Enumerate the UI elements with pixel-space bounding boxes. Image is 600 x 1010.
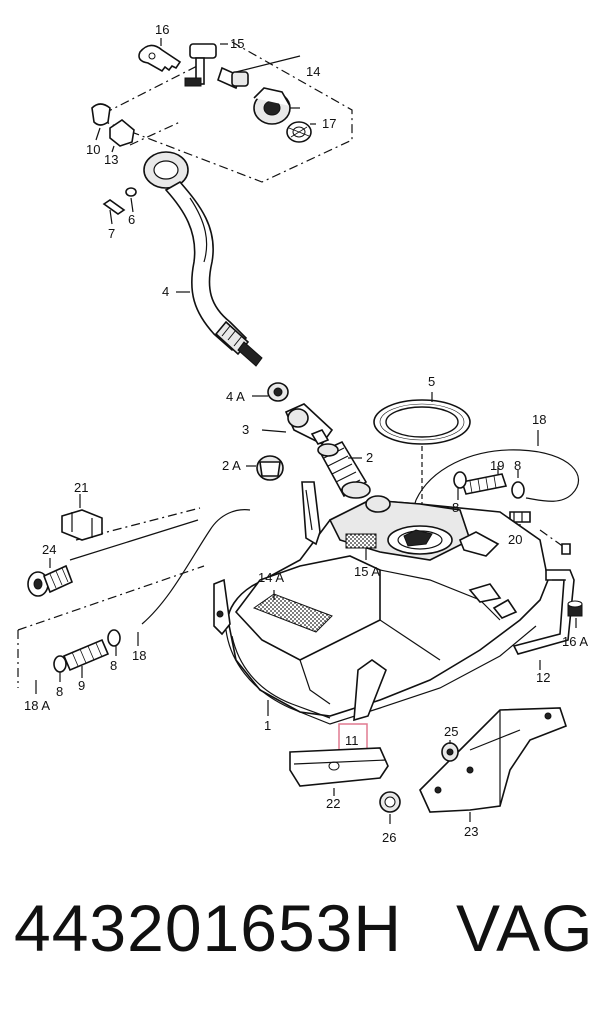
callout-16a: 16 A (562, 634, 588, 649)
clip-part-8-left (453, 471, 467, 489)
bushing-part-13 (109, 119, 135, 147)
lock-cylinder-part-14 (217, 66, 249, 90)
callout-8-b: 8 (514, 458, 521, 473)
brand-name: VAG (456, 891, 594, 965)
callout-16: 16 (155, 22, 169, 37)
filler-cap-assembly (91, 41, 353, 215)
bracket-part-21 (61, 509, 103, 541)
callout-8-c: 8 (110, 658, 117, 673)
gasket-ring-part-17 (286, 121, 312, 143)
fuel-tank-exploded-diagram: 16 15 14 17 10 13 6 7 4 4 A 5 3 2 2 A 18… (17, 22, 588, 845)
callout-14: 14 (306, 64, 320, 79)
clip-part-8-lower-right (107, 629, 121, 647)
cap-housing (253, 87, 291, 125)
hose-part-2 (317, 440, 371, 499)
callout-18a: 18 A (24, 698, 50, 713)
callout-21: 21 (74, 480, 88, 495)
callout-8-a: 8 (452, 500, 459, 515)
callout-7: 7 (108, 226, 115, 241)
grommet-part-26 (379, 791, 401, 813)
lock-barrel-part-15 (184, 43, 217, 87)
callout-23: 23 (464, 824, 478, 839)
support-bracket-part-22 (289, 747, 389, 787)
callout-9: 9 (78, 678, 85, 693)
callout-10: 10 (86, 142, 100, 157)
clamp-part-4a (267, 382, 289, 402)
callout-2: 2 (366, 450, 373, 465)
callout-17: 17 (322, 116, 336, 131)
hose-part-3 (284, 403, 334, 446)
callout-22: 22 (326, 796, 340, 811)
foam-pad-part-15a (345, 533, 377, 549)
callout-4a: 4 A (226, 389, 245, 404)
callout-13: 13 (104, 152, 118, 167)
foam-pad-part-14a (252, 593, 333, 633)
clip-part-10 (91, 103, 111, 126)
callout-18-left: 18 (132, 648, 146, 663)
grommet-part-16a (567, 600, 583, 617)
callout-25: 25 (444, 724, 458, 739)
callout-8-d: 8 (56, 684, 63, 699)
strap-bracket-left-upper (301, 481, 321, 546)
callout-14a: 14 A (258, 570, 284, 585)
callout-4: 4 (162, 284, 169, 299)
hose-part-19 (460, 473, 508, 495)
strap-part-11 (353, 659, 387, 722)
callout-6: 6 (128, 212, 135, 227)
key-part-16 (138, 44, 182, 73)
hose-part-9 (62, 638, 110, 672)
breather-rod (69, 519, 199, 561)
callout-15a: 15 A (354, 564, 380, 579)
breather-pipe-part-18 (141, 509, 251, 625)
screw-part-7 (102, 199, 126, 215)
callout-11: 11 (345, 733, 359, 748)
callout-2a: 2 A (222, 458, 241, 473)
connector-part-20 (509, 511, 531, 523)
callout-19: 19 (490, 458, 504, 473)
washer-part-6 (125, 187, 137, 197)
bracket-part-12 (512, 569, 575, 655)
part-number: 443201653H (14, 891, 403, 965)
clip-part-8-lower-left (53, 655, 67, 673)
filter-part-24 (27, 564, 74, 597)
callout-1: 1 (264, 718, 271, 733)
callout-12: 12 (536, 670, 550, 685)
strap-bracket-left-lower (213, 578, 231, 636)
grommet-part-25 (441, 742, 459, 762)
callout-18-top: 18 (532, 412, 546, 427)
callout-15: 15 (230, 36, 244, 51)
callout-5: 5 (428, 374, 435, 389)
callout-24: 24 (42, 542, 56, 557)
callout-26: 26 (382, 830, 396, 845)
callout-20: 20 (508, 532, 522, 547)
neck-end-clamp (214, 320, 263, 367)
grommet-part-2a (256, 455, 284, 481)
sender-ring-part-5 (373, 399, 471, 445)
bracket-part-23 (419, 707, 567, 813)
clip-part-8-right (511, 481, 525, 499)
callout-3: 3 (242, 422, 249, 437)
filler-neck-part-4 (143, 151, 263, 367)
